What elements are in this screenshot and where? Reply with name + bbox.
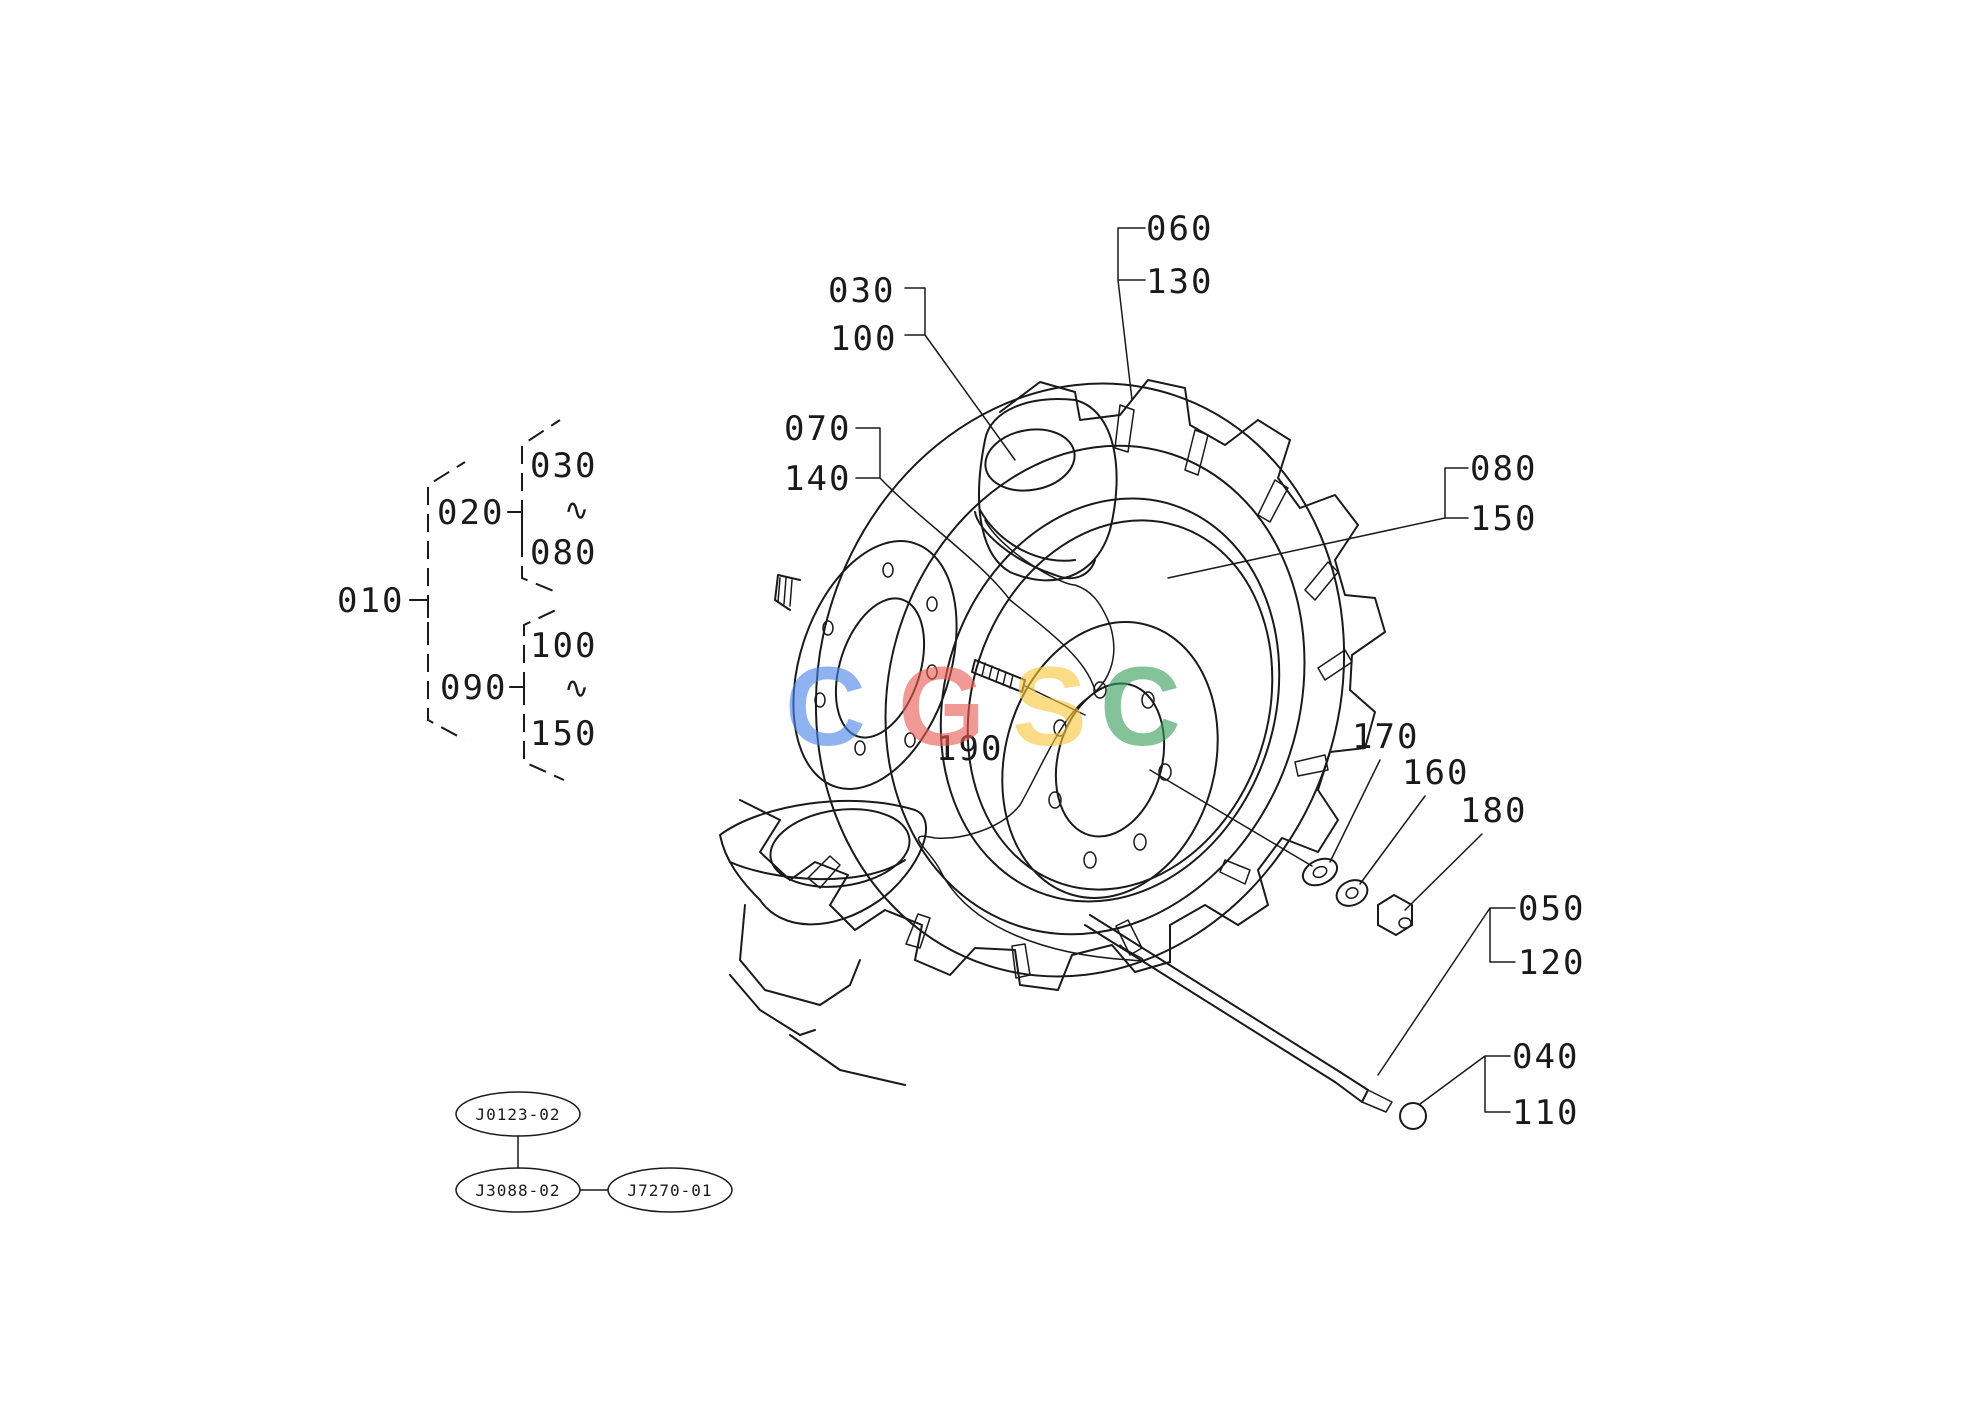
callout-110: 110 bbox=[1512, 1093, 1579, 1133]
hub-disc bbox=[774, 540, 958, 790]
inner-tube-outline bbox=[918, 519, 1144, 962]
watermark-letter-g: G bbox=[898, 644, 985, 769]
valve-cap bbox=[1399, 1102, 1427, 1130]
callout-080: 080 bbox=[1470, 449, 1537, 489]
ref-oval-bottom-right bbox=[607, 1167, 733, 1213]
callout-170: 170 bbox=[1352, 717, 1419, 757]
tree-group-b-range: ∿ bbox=[564, 671, 589, 706]
tree-group-b-to: 150 bbox=[530, 714, 597, 754]
washer-170 bbox=[1301, 857, 1339, 887]
tree-group-a-from: 030 bbox=[530, 446, 597, 486]
tree-root-label: 010 bbox=[337, 581, 404, 621]
watermark-letter-s: S bbox=[1012, 644, 1087, 769]
ref-code-top: J0123-02 bbox=[475, 1105, 560, 1124]
outer-lug-ring bbox=[739, 379, 1386, 991]
tree-group-b-from: 100 bbox=[530, 626, 597, 666]
wheel-drawing bbox=[719, 379, 1427, 1130]
reference-codes: J0123-02 J3088-02 J7270-01 bbox=[455, 1091, 733, 1213]
callout-120: 120 bbox=[1518, 943, 1585, 983]
tree-group-a-range: ∿ bbox=[564, 493, 589, 528]
watermark-letter-c-2: C bbox=[1100, 644, 1181, 769]
callout-140: 140 bbox=[784, 459, 851, 499]
callout-130: 130 bbox=[1146, 262, 1213, 302]
callout-150: 150 bbox=[1470, 499, 1537, 539]
tree-group-a-label: 020 bbox=[437, 493, 504, 533]
callout-070: 070 bbox=[784, 409, 851, 449]
tree-group-b-label: 090 bbox=[440, 668, 507, 708]
hex-nut-180 bbox=[1377, 894, 1413, 936]
ref-code-bottom-left: J3088-02 bbox=[475, 1181, 560, 1200]
washer-160 bbox=[1335, 879, 1369, 907]
callout-180: 180 bbox=[1460, 791, 1527, 831]
watermark-letter-c: C bbox=[785, 644, 866, 769]
callout-060: 060 bbox=[1146, 209, 1213, 249]
tree-group-a-to: 080 bbox=[530, 533, 597, 573]
valve-stem bbox=[1084, 914, 1341, 1083]
assembly-tree: 010 020 030 ∿ 080 090 100 ∿ 150 bbox=[337, 419, 597, 781]
callout-050: 050 bbox=[1518, 889, 1585, 929]
tire-bead-bottom bbox=[719, 799, 927, 926]
callout-190: 190 bbox=[936, 729, 1003, 769]
callouts: 030 100 060 130 070 140 080 150 190 170 … bbox=[784, 209, 1585, 1133]
callout-040: 040 bbox=[1512, 1037, 1579, 1077]
callout-160: 160 bbox=[1402, 753, 1469, 793]
tire-bead-top bbox=[978, 398, 1118, 582]
watermark-logo: C G S C bbox=[785, 644, 1181, 769]
callout-100: 100 bbox=[830, 319, 897, 359]
ref-code-bottom-right: J7270-01 bbox=[627, 1181, 712, 1200]
callout-030: 030 bbox=[828, 271, 895, 311]
stud-bolt bbox=[971, 659, 1026, 693]
